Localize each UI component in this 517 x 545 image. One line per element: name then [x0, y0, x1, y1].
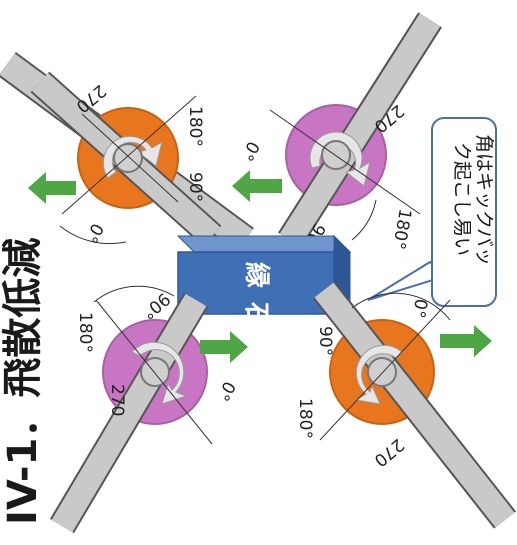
degree-label-90: 90° — [185, 172, 205, 202]
axis-line — [95, 299, 213, 445]
curb-top-face — [176, 235, 352, 253]
left-arrow-icon — [28, 172, 76, 204]
degree-label-0: 0° — [236, 138, 263, 165]
callout-line-1: 角はキックバッ — [473, 134, 495, 266]
left-arrow-icon — [232, 170, 282, 202]
hub — [321, 140, 351, 170]
unit-bottom-right: 0° 90° 180° 270 — [295, 281, 517, 529]
degree-label-180: 180° — [388, 207, 415, 251]
curb-front-face — [177, 251, 335, 315]
angle-arc — [351, 199, 377, 241]
degree-label-270: 270 — [370, 434, 408, 470]
unit-top-right: 270 0° 90° 180° — [232, 12, 442, 256]
axis-line — [319, 299, 451, 441]
degree-label-180: 180° — [75, 312, 95, 353]
unit-top-left: 270 180° 90° 0° — [0, 51, 254, 253]
angle-arc — [93, 285, 175, 303]
rotation-arrow-icon — [131, 341, 188, 405]
curb-block: 縁石 — [176, 234, 352, 342]
angle-arc — [351, 292, 451, 321]
unit-bottom-left: 180° 90° 270 0° — [49, 285, 248, 534]
callout-line-2: ク起こし易い — [451, 142, 473, 256]
degree-label-180: 180° — [295, 398, 315, 439]
diagram-title: IV-1．飛散低減 — [0, 238, 46, 525]
degree-label-0: 0° — [212, 378, 239, 405]
degree-label-0: 0° — [408, 297, 431, 320]
degree-label-270: 270 — [107, 384, 127, 416]
angle-arc — [59, 225, 127, 245]
hub — [140, 357, 170, 387]
right-arrow-icon — [440, 325, 492, 357]
callout-box — [431, 117, 497, 307]
axis-line — [269, 109, 421, 215]
callout: 角はキックバッ ク起こし易い — [367, 117, 497, 307]
hub — [113, 143, 143, 173]
axis-line — [81, 113, 179, 203]
right-arrow-icon — [200, 331, 248, 363]
curb-label: 縁石 — [241, 262, 272, 342]
degree-label-180: 180° — [185, 106, 205, 147]
degree-label-90: 90° — [315, 326, 335, 356]
rotation-arrow-icon — [354, 344, 403, 405]
degree-label-0: 0° — [80, 220, 107, 247]
